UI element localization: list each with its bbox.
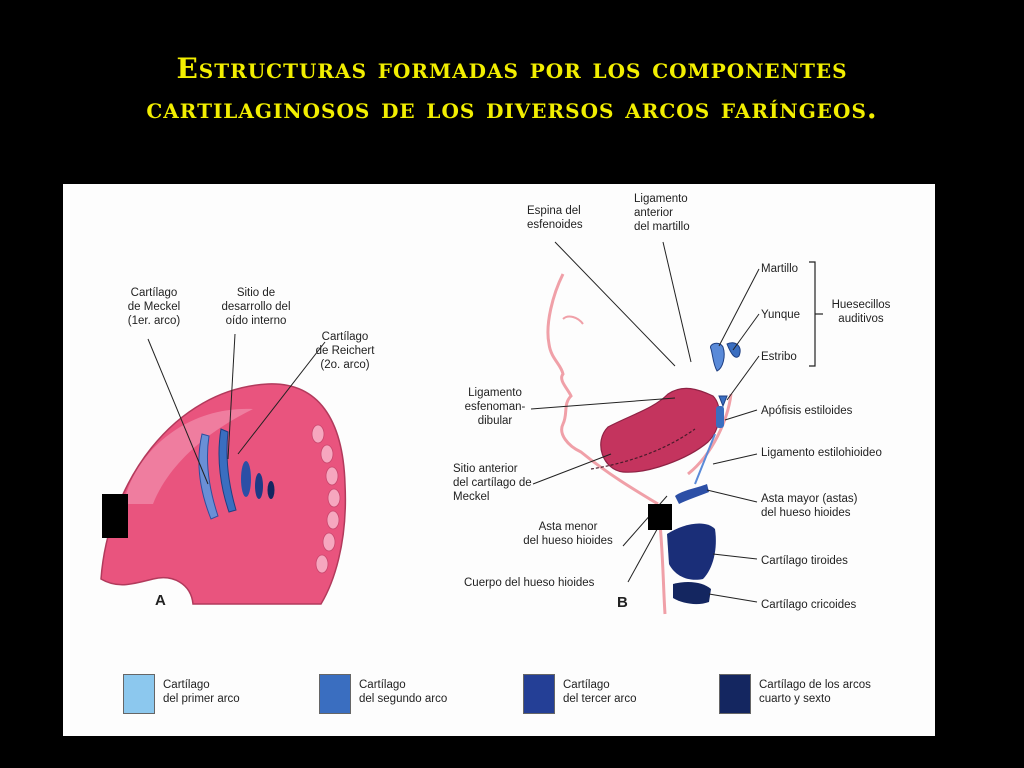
embryo-head-highlight: [123, 408, 253, 504]
legend-label-second-arch: Cartílago del segundo arco: [359, 679, 448, 705]
slide-title-line-1: Estructuras formadas por los componentes: [176, 52, 848, 85]
label-lesser-horn-hyoid: Asta menor del hueso hioides: [523, 521, 613, 547]
meckel-trace: [590, 428, 696, 470]
label-greater-horn-hyoid: Asta mayor (astas) del hueso hioides: [761, 493, 858, 519]
sixth-arch-cartilage: [267, 481, 275, 499]
label-anterior-meckel-site: Sitio anterior del cartílago de Meckel: [453, 463, 532, 503]
figure-drawing: [100, 241, 823, 615]
pharyngeal-arches-figure: Cartílago de Meckel (1er. arco) Sitio de…: [63, 184, 935, 736]
embryo-drawing: [100, 333, 347, 605]
label-sphenoid-spine: Espina del esfenoides: [527, 205, 583, 231]
hyoid-bone: [675, 484, 709, 504]
somites: [311, 424, 341, 574]
legend-swatch-second-arch: [319, 674, 351, 714]
eye-outline: [562, 315, 584, 325]
label-cricoid-cartilage: Cartílago cricoides: [761, 599, 857, 611]
label-styloid-process: Apófisis estiloides: [761, 405, 853, 417]
styloid-process: [716, 406, 724, 428]
ossicles-bracket: [809, 261, 816, 367]
label-meckel-cartilage: Cartílago de Meckel (1er. arco): [127, 287, 181, 327]
stylohyoid-ligament: [694, 433, 716, 485]
malleus: [710, 342, 725, 372]
legend-label-first-arch: Cartílago del primer arco: [163, 679, 240, 705]
label-thyroid-cartilage: Cartílago tiroides: [761, 555, 848, 567]
head-profile-drawing: [530, 241, 823, 615]
legend-swatch-third-arch: [523, 674, 555, 714]
label-anterior-malleus-ligament: Ligamento anterior del martillo: [634, 193, 690, 233]
neck-back-outline: [687, 393, 733, 476]
label-malleus: Martillo: [761, 263, 799, 275]
reichert-cartilage: [218, 428, 237, 513]
legend-label-fourth-sixth-arch: Cartílago de los arcos cuarto y sexto: [759, 679, 871, 705]
panel-letter-a: A: [155, 592, 166, 609]
face-outline: [546, 273, 659, 506]
label-reichert-cartilage: Cartílago de Reichert (2o. arco): [315, 331, 375, 371]
redaction-box-right: [648, 504, 672, 530]
thyroid-cartilage: [667, 523, 716, 580]
label-stapes: Estribo: [761, 351, 797, 363]
legend-label-third-arch: Cartílago del tercer arco: [563, 679, 637, 705]
slide-title-line-2: cartilaginosos de los diversos arcos far…: [146, 92, 878, 125]
stapes: [718, 395, 728, 408]
fourth-arch-cartilage: [255, 473, 263, 499]
cricoid-cartilage: [673, 581, 711, 605]
label-stylohyoid-ligament: Ligamento estilohioideo: [761, 447, 882, 459]
label-sphenomandibular-ligament: Ligamento esfenoman- dibular: [464, 387, 526, 427]
meckel-cartilage: [198, 433, 219, 520]
legend-swatch-first-arch: [123, 674, 155, 714]
legend-swatch-fourth-sixth-arch: [719, 674, 751, 714]
label-auditory-ossicles: Huesecillos auditivos: [831, 299, 891, 325]
panel-letter-b: B: [617, 594, 628, 611]
label-hyoid-body: Cuerpo del hueso hioides: [464, 577, 595, 589]
third-arch-cartilage: [241, 461, 251, 497]
redaction-box-left: [102, 494, 128, 538]
label-incus: Yunque: [761, 309, 801, 321]
label-inner-ear-site: Sitio de desarrollo del oído interno: [221, 287, 291, 327]
